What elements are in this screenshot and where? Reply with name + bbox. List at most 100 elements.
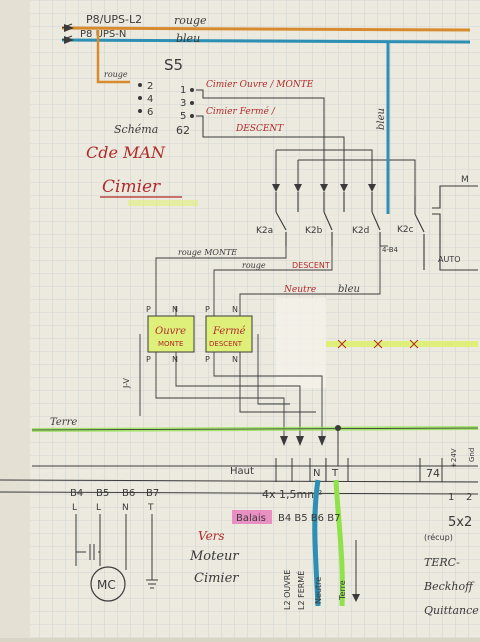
box-ouvre [147,315,195,353]
label-descent-red: DESCENT [292,261,330,270]
relay-k2d: K2d [352,226,369,236]
green-cable-down [333,479,345,607]
erased-patch [276,298,326,388]
motor-b7: B7 [146,488,159,499]
box-ferme-n-top: N [232,305,238,314]
motor-l1: L [72,503,77,513]
label-neutre: Neutre [283,285,316,295]
label-cimier-ouvre: Cimier Ouvre / MONTE [206,80,314,90]
label-balais-pins: B4 B5 B6 B7 [278,513,340,524]
label-moteur: Moteur [189,549,239,564]
terre-line [31,427,479,431]
schema-label: Schéma [114,123,158,136]
label-rouge-top: rouge [174,14,207,27]
relay-auto: AUTO [438,255,461,264]
title-cde-man: Cde MAN [86,143,166,162]
blue-cable-down [312,479,321,607]
box-ouvre-label: Ouvre [155,326,186,337]
motor-symbol [90,566,126,602]
brown-drop-to-s5 [96,30,130,84]
label-bleu-neutre: bleu [338,284,360,295]
schema-number: 62 [176,124,190,137]
label-rouge-monte: rouge MONTE [178,248,237,257]
box-ferme-label: Fermé [212,326,246,337]
title-highlight [128,200,198,206]
vlabel-terre: Terre [338,580,347,601]
supply-wires [61,23,471,44]
s5-output-wires [196,89,416,196]
relay-k2a: K2a [256,226,273,236]
control-wires [155,245,388,306]
label-descent: DESCENT [235,124,284,134]
terminal-1: 1 [448,492,454,503]
motor-b5: B5 [96,488,109,499]
terminal-arrows [280,436,326,446]
terminal-recup: (récup) [424,532,453,542]
label-side-jv: J-V [122,378,131,389]
cable-spec: 4x 1,5mm² [262,488,322,501]
motor-t: T [147,503,154,513]
terminal-n: N [313,468,320,479]
indicator-boxes [147,306,253,353]
terminal-5x2: 5x2 [448,515,472,530]
label-balais: Balais [236,513,266,524]
note-terc: TERC- [424,556,460,569]
arrow-n [64,36,74,44]
terminal-gnd: Gnd [468,448,476,462]
relay-k2b: K2b [305,226,323,236]
label-cimier-motor: Cimier [194,571,239,586]
box-ferme-n-bottom: N [232,355,238,364]
terminal-t: T [331,468,339,479]
terminal-2: 2 [466,492,472,503]
s5-pin-2: 2 [147,81,153,92]
note-beckhoff: Beckhoff [423,580,475,593]
brown-wire-l2 [61,26,471,32]
paper-grid [30,0,480,638]
title-cimier: Cimier [102,177,161,197]
box-to-terminal-wires [139,334,323,440]
label-vers: Vers [198,529,225,543]
terminal-haut: Haut [230,466,254,477]
box-ouvre-p-bottom: P [146,355,151,364]
s5-pin-3: 3 [180,98,186,109]
box-ouvre-n-top: N [172,305,178,314]
motor-b6: B6 [122,488,135,499]
switch-name: S5 [164,56,183,74]
box-ouvre-sub: MONTE [158,340,183,348]
paper-left-margin [0,0,30,638]
balais-highlight [232,510,272,524]
arrow-l2 [64,24,74,32]
vlabel-l2-ouvre: L2 OUVRE [283,570,292,610]
motor-b4: B4 [70,488,83,499]
box-ferme-p-top: P [205,305,210,314]
s5-pin-1: 1 [180,85,186,96]
note-quittance: Quittance [424,604,479,617]
motor-mc: MC [97,578,116,592]
box-ferme-p-bottom: P [205,355,210,364]
box-ferme [205,315,253,353]
relay-arrows [272,184,376,192]
terminal-74: 74 [426,467,440,480]
label-p8-ups-l2: P8/UPS-L2 [86,13,142,26]
label-p8-ups-n: P8 UPS-N [80,29,126,40]
label-rouge-descent: rouge [242,261,266,270]
wire-crosses [337,339,419,349]
label-bleu-vertical: bleu [376,108,387,130]
label-rouge-drop: rouge [104,70,128,79]
motor-wiring [75,514,158,589]
vlabel-l2-ferme: L2 FERMÉ [295,571,306,610]
terminal-24v: +24V [450,448,458,468]
s5-pin-5: 5 [180,111,186,122]
s5-switch-contacts [138,83,194,118]
blue-wire-n [61,38,471,44]
box-ferme-sub: DESCENT [209,340,243,348]
vlabel-neutre: Neutre [314,577,323,604]
box-ouvre-p-top: P [146,305,151,314]
relay-k2d-sub: 4-B4 [382,246,399,254]
s5-pin-4: 4 [147,94,153,105]
terminal-strip [0,458,479,495]
label-terre: Terre [50,417,77,428]
relay-contacts [275,185,478,271]
